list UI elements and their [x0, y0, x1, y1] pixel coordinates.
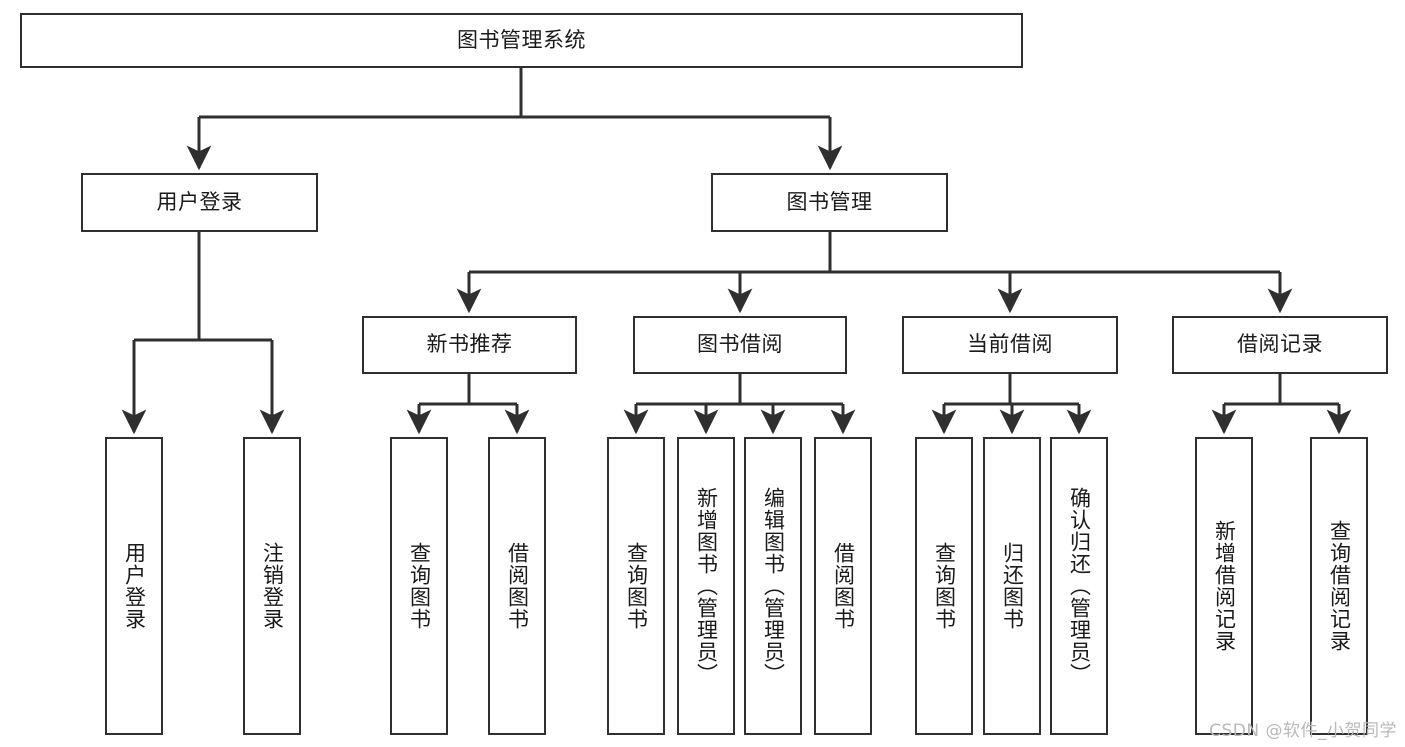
- leaf-query-books-new[interactable]: 查询图书: [390, 437, 448, 735]
- leaf-query-books-current[interactable]: 查询图书: [915, 437, 973, 735]
- node-label: 当前借阅: [967, 332, 1053, 357]
- leaf-borrow-books[interactable]: 借阅图书: [814, 437, 872, 735]
- leaf-add-borrow-record[interactable]: 新增借阅记录: [1195, 437, 1253, 735]
- node-label: 图书管理系统: [457, 27, 586, 52]
- leaf-label: 编辑图书（管理员）: [761, 487, 786, 685]
- node-label: 图书管理: [786, 189, 873, 214]
- node-user-login[interactable]: 用户登录: [81, 173, 318, 232]
- node-current-borrowing[interactable]: 当前借阅: [902, 316, 1118, 374]
- leaf-edit-book-admin[interactable]: 编辑图书（管理员）: [744, 437, 802, 735]
- leaf-logout[interactable]: 注销登录: [243, 437, 301, 735]
- node-book-borrowing[interactable]: 图书借阅: [633, 316, 847, 374]
- leaf-label: 查询图书: [407, 542, 432, 630]
- leaf-label: 新增图书（管理员）: [694, 487, 719, 685]
- leaf-return-books[interactable]: 归还图书: [983, 437, 1041, 735]
- node-label: 图书借阅: [697, 332, 783, 357]
- leaf-label: 新增借阅记录: [1212, 520, 1237, 652]
- leaf-confirm-return-admin[interactable]: 确认归还（管理员）: [1050, 437, 1108, 735]
- leaf-label: 查询图书: [932, 542, 957, 630]
- leaf-label: 归还图书: [1000, 542, 1025, 630]
- leaf-label: 注销登录: [260, 542, 285, 630]
- leaf-add-book-admin[interactable]: 新增图书（管理员）: [677, 437, 735, 735]
- leaf-query-borrow-record[interactable]: 查询借阅记录: [1310, 437, 1368, 735]
- leaf-label: 确认归还（管理员）: [1067, 487, 1092, 685]
- csdn-watermark: CSDN @软件_小贺同学: [1209, 721, 1397, 741]
- node-borrowing-records[interactable]: 借阅记录: [1172, 316, 1388, 374]
- leaf-label: 借阅图书: [505, 542, 530, 630]
- leaf-label: 查询图书: [624, 542, 649, 630]
- leaf-label: 借阅图书: [831, 542, 856, 630]
- node-label: 借阅记录: [1237, 332, 1323, 357]
- node-book-management-system[interactable]: 图书管理系统: [20, 13, 1023, 68]
- leaf-borrow-books-new[interactable]: 借阅图书: [488, 437, 546, 735]
- leaf-label: 用户登录: [122, 542, 147, 630]
- node-book-management[interactable]: 图书管理: [711, 173, 948, 232]
- leaf-label: 查询借阅记录: [1327, 520, 1352, 652]
- leaf-query-books-borrow[interactable]: 查询图书: [607, 437, 665, 735]
- node-label: 用户登录: [156, 189, 243, 214]
- leaf-user-login[interactable]: 用户登录: [105, 437, 163, 735]
- node-new-book-recommendation[interactable]: 新书推荐: [362, 316, 577, 374]
- node-label: 新书推荐: [426, 332, 513, 357]
